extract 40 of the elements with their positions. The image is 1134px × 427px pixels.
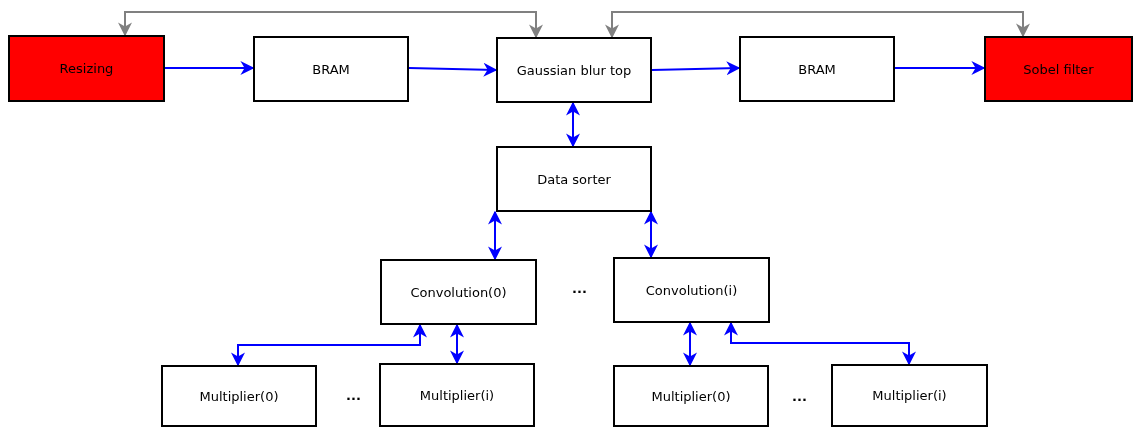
process-box [379, 363, 535, 427]
arrow [118, 11, 543, 39]
arrow [644, 210, 658, 259]
process-box [8, 35, 165, 102]
box-label: Multiplier(i) [419, 387, 495, 403]
process-box [831, 364, 988, 427]
arrow [566, 101, 580, 148]
box-label: Gaussian blur top [516, 62, 632, 78]
arrow [408, 62, 498, 77]
process-box [161, 365, 317, 427]
arrow [231, 323, 427, 367]
process-box [613, 257, 770, 323]
ellipsis-text: ... [792, 389, 807, 404]
arrow [724, 321, 916, 366]
box-label: Resizing [59, 61, 114, 76]
box-label: Multiplier(i) [872, 388, 947, 403]
arrow [164, 61, 255, 75]
process-box [984, 36, 1133, 102]
arrow [894, 61, 986, 75]
process-box [496, 146, 652, 212]
process-box [496, 37, 652, 103]
arrow [488, 210, 502, 261]
box-label: Multiplier(0) [199, 388, 279, 404]
box-label: BRAM [798, 61, 836, 77]
box-label: BRAM [312, 61, 350, 77]
process-box [613, 365, 769, 427]
arrow [651, 61, 741, 76]
arrow [683, 321, 697, 367]
arrow [450, 323, 464, 365]
process-box [253, 36, 409, 102]
box-label: Multiplier(0) [651, 388, 731, 404]
ellipsis-text: ... [572, 281, 587, 296]
box-label: Convolution(0) [410, 284, 507, 300]
box-label: Convolution(i) [645, 282, 738, 298]
arrow [605, 11, 1030, 39]
box-label: Sobel filter [1023, 61, 1094, 77]
process-box [380, 259, 537, 325]
box-label: Data sorter [537, 171, 611, 187]
process-box [739, 36, 895, 102]
ellipsis-text: ... [346, 388, 361, 403]
